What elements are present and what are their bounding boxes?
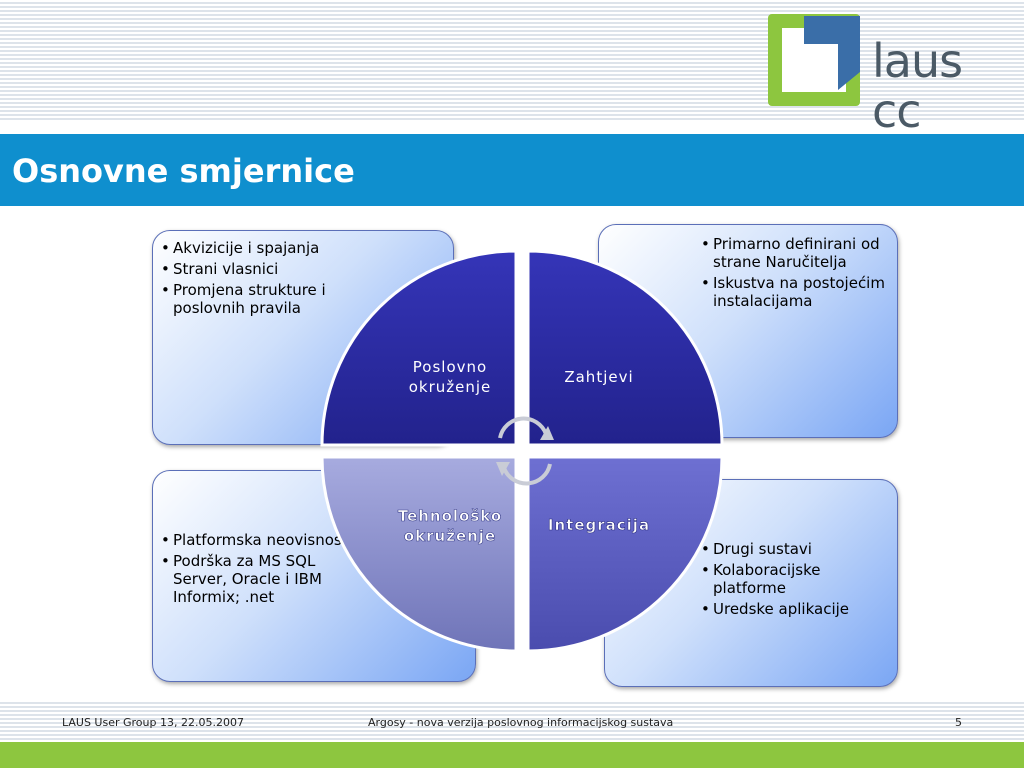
footer-background (0, 700, 1024, 742)
list-item: Promjena strukture i poslovnih pravila (161, 281, 361, 317)
list-item: Iskustva na postojećim instalacijama (701, 274, 885, 310)
laus-logo: laus cc (768, 14, 1018, 136)
list-item: Primarno definirani od strane Naručitelj… (701, 235, 885, 271)
list-item: Podrška za MS SQL Server, Oracle i IBM I… (161, 552, 349, 606)
footer-center-text: Argosy - nova verzija poslovnog informac… (368, 716, 674, 729)
page-number: 5 (955, 716, 962, 729)
quadrant-label-top-right: Zahtjevi (564, 368, 633, 386)
footer-left-text: LAUS User Group 13, 22.05.2007 (62, 716, 244, 729)
bullet-list-top-left: Akvizicije i spajanja Strani vlasnici Pr… (161, 239, 361, 320)
quadrant-label-bottom-left-2: okruženje (404, 527, 496, 545)
quadrant-bottom-left (320, 455, 518, 653)
bullet-list-top-right: Primarno definirani od strane Naručitelj… (701, 235, 885, 313)
quadrant-label-bottom-left-1: Tehnološko (398, 507, 502, 525)
quadrant-bottom-right (526, 455, 724, 653)
quadrant-label-top-left-1: Poslovno (413, 358, 487, 376)
bullet-list-bottom-left: Platformska neovisnost Podrška za MS SQL… (161, 531, 349, 609)
list-item: Kolaboracijske platforme (701, 561, 885, 597)
logo-text: laus cc (872, 34, 963, 138)
quadrant-diagram: Poslovno okruženje Zahtjevi Tehnološko o… (320, 249, 724, 653)
logo-mark-icon (768, 14, 860, 106)
list-item: Uredske aplikacije (701, 600, 885, 618)
footer-green-bar (0, 742, 1024, 768)
quadrant-label-top-left-2: okruženje (409, 378, 492, 396)
quadrant-top-right (526, 249, 724, 447)
list-item: Drugi sustavi (701, 540, 885, 558)
quadrant-top-left (320, 249, 518, 447)
cycle-arrows-icon (496, 416, 554, 486)
list-item: Strani vlasnici (161, 260, 361, 278)
list-item: Akvizicije i spajanja (161, 239, 361, 257)
title-bar: Osnovne smjernice (0, 134, 1024, 206)
list-item: Platformska neovisnost (161, 531, 349, 549)
page-title: Osnovne smjernice (12, 152, 355, 190)
bullet-list-bottom-right: Drugi sustavi Kolaboracijske platforme U… (701, 540, 885, 621)
quadrant-label-bottom-right: Integracija (548, 516, 650, 534)
